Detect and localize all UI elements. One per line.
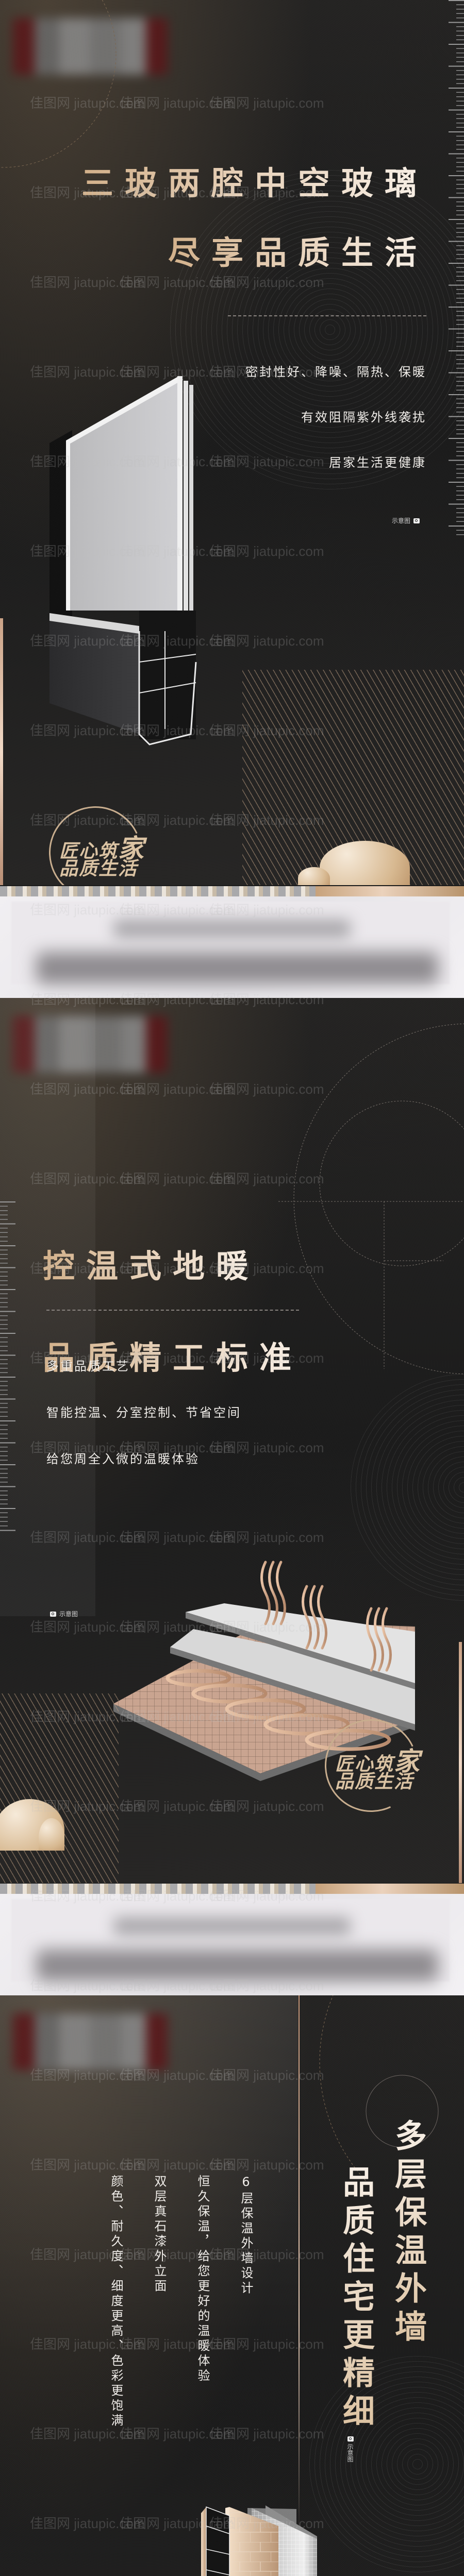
poster-floor-heating: 控温式地暖 品质精工标准 多重品质工艺 智能控温、分室控制、节省空间 给您周全入… xyxy=(0,998,464,1883)
stripe-band xyxy=(0,886,464,896)
feature-line-3: 居家生活更健康 xyxy=(329,455,426,470)
window-frame-illustration xyxy=(49,376,197,745)
seal-text-line-2: 品质生活 xyxy=(335,1771,414,1792)
poster-window-glass: 三玻两腔中空玻璃 尽享品质生活 密封性好、降噪、隔热、保暖 有效阻隔紫外线袭扰 … xyxy=(0,0,464,885)
dome-decoration-small xyxy=(298,867,330,885)
feature-line-2: 有效阻隔紫外线袭扰 xyxy=(301,410,426,425)
title-line-2: 尽享品质生活 xyxy=(168,227,428,273)
feature-column-3: 双层真石漆外立面 xyxy=(152,2175,167,2294)
dashed-arc-decoration xyxy=(319,1995,439,2181)
copper-edge-bar xyxy=(459,1642,462,1883)
note-label: 示意图 xyxy=(59,1611,78,1618)
camera-icon xyxy=(347,2436,354,2442)
dashed-divider xyxy=(228,315,426,316)
copper-edge-bar xyxy=(0,618,3,885)
floor-heating-illustration xyxy=(113,1561,415,1781)
title-column-2: 品质住宅更精细 xyxy=(333,2165,379,2432)
camera-icon xyxy=(50,1611,56,1617)
feature-line-2: 智能控温、分室控制、节省空间 xyxy=(46,1405,241,1420)
title-column-1: 多层保温外墙 xyxy=(385,2119,431,2348)
light-panel-decoration xyxy=(0,998,95,1616)
note-label: 示意图 xyxy=(392,517,411,524)
dome-decoration-large xyxy=(320,841,410,885)
illustration-note: 示意图 xyxy=(346,2436,355,2462)
ruler-decoration xyxy=(0,1201,15,1531)
feature-line-3: 给您周全入微的温暖体验 xyxy=(46,1452,200,1466)
contact-footer-blurred xyxy=(0,1894,464,1996)
copper-vertical-divider xyxy=(299,1995,300,2536)
seal-text-big: 家 xyxy=(394,1746,421,1776)
feature-column-1: 6层保温外墙设计 xyxy=(239,2175,253,2296)
poster-exterior-wall: 多层保温外墙 品质住宅更精细 6层保温外墙设计 恒久保温，给您更好的温暖体验 双… xyxy=(0,1995,464,2576)
brand-logo-blurred xyxy=(13,2013,168,2070)
illustration-note: 示意图 xyxy=(392,516,420,525)
feature-column-2: 恒久保温，给您更好的温暖体验 xyxy=(195,2175,210,2384)
wall-layers-illustration xyxy=(201,2505,317,2576)
seal-logo: 匠心筑家 品质生活 xyxy=(311,1706,431,1825)
brand-logo-blurred xyxy=(13,1016,168,1073)
seal-text-big: 家 xyxy=(118,833,145,863)
title-line-1: 三玻两腔中空玻璃 xyxy=(81,157,428,204)
feature-column-4: 颜色、耐久度、细度更高、色彩更饱满 xyxy=(109,2175,123,2429)
seal-text-line-2: 品质生活 xyxy=(59,858,138,879)
diagonal-lines-decoration xyxy=(0,1693,119,1883)
contact-footer-blurred xyxy=(0,896,464,998)
title-line-1: 控温式地暖 xyxy=(43,1240,259,1286)
note-label: 示意图 xyxy=(346,2444,354,2462)
feature-line-1: 密封性好、降噪、隔热、保暖 xyxy=(245,365,426,379)
illustration-note: 示意图 xyxy=(50,1609,78,1618)
dashed-divider xyxy=(46,1310,299,1311)
seal-text-line-1: 匠心筑 xyxy=(335,1753,394,1775)
feature-line-1: 多重品质工艺 xyxy=(46,1359,130,1374)
seal-logo: 匠心筑家 品质生活 xyxy=(36,793,155,885)
stripe-band xyxy=(0,1884,464,1894)
ruler-decoration xyxy=(449,0,464,536)
title-line-2: 品质精工标准 xyxy=(43,1332,303,1378)
camera-icon xyxy=(413,518,420,523)
brand-logo-blurred xyxy=(13,18,168,75)
seal-text-line-1: 匠心筑 xyxy=(59,840,119,862)
decorative-dashed-circle xyxy=(0,0,117,168)
golden-spiral-decoration xyxy=(278,1023,464,1375)
dome-decoration-small xyxy=(39,1818,64,1851)
concentric-arcs-decoration xyxy=(170,170,464,489)
